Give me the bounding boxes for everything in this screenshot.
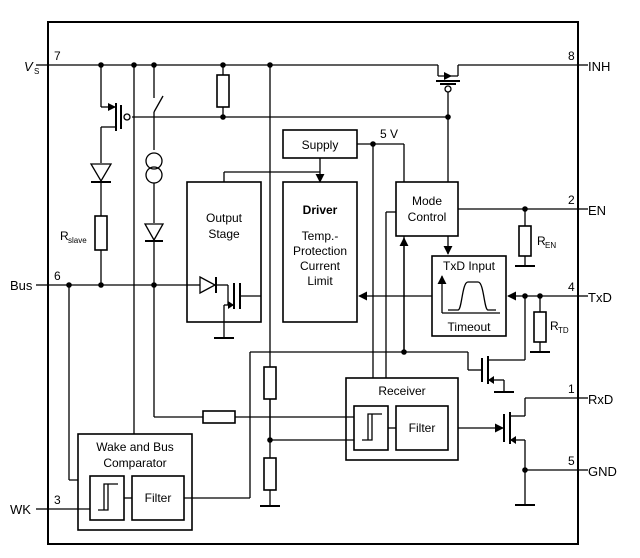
rslave-resistor: R slave — [60, 215, 108, 285]
pin-bus-number: 6 — [54, 269, 61, 283]
wake-label-1: Wake and Bus — [96, 440, 174, 454]
ren-label: R — [537, 234, 546, 248]
receiver-input-resistor — [154, 410, 354, 424]
pin-txd: TxD 4 — [568, 280, 612, 305]
pin-gnd: GND 5 — [568, 454, 617, 479]
ren-sub: EN — [545, 241, 556, 250]
mode-control-label-2: Control — [408, 210, 447, 224]
pin-inh: INH 8 — [568, 49, 610, 74]
output-stage-block: Output Stage — [186, 181, 262, 339]
txd-timeout-label: Timeout — [448, 320, 492, 334]
driver-title: Driver — [303, 203, 338, 217]
driver-line-3: Current — [300, 259, 341, 273]
wake-switch — [153, 65, 164, 150]
rslave-label: R — [60, 229, 69, 243]
pin-vs-sub: S — [34, 67, 39, 76]
rxd-nmos-transistor — [503, 397, 578, 506]
pin-inh-number: 8 — [568, 49, 575, 63]
supply-voltage: 5 V — [380, 127, 398, 141]
pin-en-label: EN — [588, 203, 606, 218]
ren-resistor: R EN — [515, 209, 556, 267]
supply-label: Supply — [302, 138, 339, 152]
threshold-divider — [260, 366, 354, 507]
receiver-filter-label: Filter — [409, 421, 436, 435]
output-stage-label-2: Stage — [208, 227, 240, 241]
pin-txd-label: TxD — [588, 290, 612, 305]
inh-pmos-transistor — [436, 64, 578, 182]
driver-line-2: Protection — [293, 244, 347, 258]
slave-pmos-transistor — [100, 65, 131, 163]
receiver-block: Receiver Filter — [345, 377, 504, 461]
rtd-resistor: R TD — [530, 296, 569, 353]
wake-label-2: Comparator — [103, 456, 166, 470]
wake-filter-label: Filter — [145, 491, 172, 505]
txd-line — [358, 291, 578, 360]
pullup-resistor — [216, 65, 230, 120]
mode-control-block: Mode Control — [385, 181, 578, 378]
wake-comparator-block: Wake and Bus Comparator Filter — [48, 352, 251, 531]
pin-vs: V S 7 — [24, 49, 61, 76]
pin-rxd-label: RxD — [588, 392, 613, 407]
bus-diode — [143, 223, 165, 417]
txd-input-label: TxD Input — [443, 259, 496, 273]
driver-line-4: Limit — [307, 274, 333, 288]
txd-timeout-block: TxD Input Timeout — [431, 255, 507, 337]
output-stage-label-1: Output — [206, 211, 243, 225]
pin-gnd-number: 5 — [568, 454, 575, 468]
pin-bus-label: Bus — [10, 278, 33, 293]
pin-rxd: RxD 1 — [568, 382, 613, 407]
vs-rail — [48, 62, 438, 68]
driver-line-1: Temp.- — [302, 229, 339, 243]
pin-rxd-number: 1 — [568, 382, 575, 396]
rtd-label: R — [550, 319, 559, 333]
receiver-title: Receiver — [378, 384, 425, 398]
current-source — [145, 152, 163, 223]
mode-control-label-1: Mode — [412, 194, 442, 208]
chip-outline — [47, 21, 579, 545]
pin-wk-label: WK — [10, 502, 31, 517]
pin-wk-number: 3 — [54, 493, 61, 507]
pin-gnd-label: GND — [588, 464, 617, 479]
pin-vs-label: V — [24, 59, 34, 74]
pin-en-number: 2 — [568, 193, 575, 207]
pin-en: EN 2 — [568, 193, 606, 218]
pin-bus: Bus 6 — [10, 269, 61, 293]
pin-txd-number: 4 — [568, 280, 575, 294]
pmos-gate-line — [132, 114, 451, 120]
pin-inh-label: INH — [588, 59, 610, 74]
txd-pulldown-nmos — [250, 349, 525, 393]
slave-diode — [89, 163, 113, 216]
rtd-sub: TD — [558, 326, 569, 335]
pin-vs-number: 7 — [54, 49, 61, 63]
pin-wk: WK 3 — [10, 493, 61, 517]
rslave-sub: slave — [68, 236, 87, 245]
driver-block: Driver Temp.- Protection Current Limit — [282, 181, 358, 323]
